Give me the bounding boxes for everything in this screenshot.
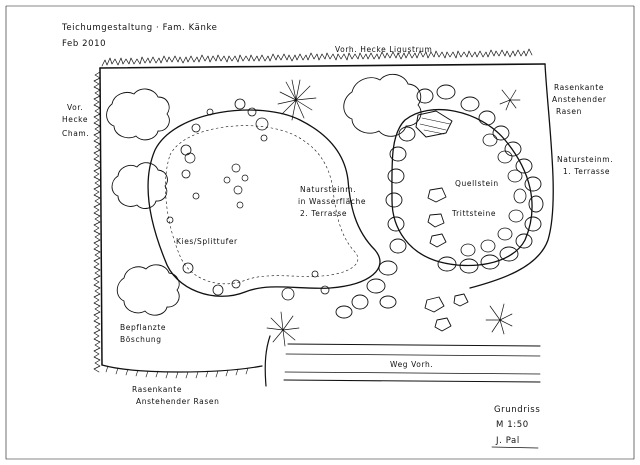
label-right-edge-1: Rasenkante [554, 83, 604, 92]
drawing-frame [5, 5, 635, 460]
source-stone [415, 110, 453, 138]
ornamental-grass [266, 79, 521, 347]
top-hedge [99, 48, 546, 69]
title-block-scale: M 1:50 [496, 420, 529, 430]
shrub-left-middle [111, 162, 168, 209]
title-block-signature: J. Pal [495, 436, 520, 446]
label-left-hedge-3: Cham. [62, 129, 89, 138]
plan-title: Teichumgestaltung · Fam. Känke [61, 23, 218, 33]
label-water-wall-2: in Wasserfläche [298, 197, 366, 206]
signature-underline [491, 446, 539, 449]
garden-path [264, 335, 541, 387]
right-lawn-edge [469, 63, 554, 289]
inner-stone-ring [460, 133, 527, 257]
shrub-top-left [106, 88, 170, 141]
label-bottom-edge-1: Rasenkante [132, 385, 182, 394]
label-source-stone: Quellstein [455, 179, 499, 188]
tree-top-center [343, 73, 422, 137]
label-path: Weg Vorh. [390, 360, 433, 369]
stepping-stones [424, 187, 469, 332]
label-water-wall-1: Natursteinm. [300, 185, 356, 194]
label-planted-slope-1: Bepflanzte [120, 323, 166, 332]
title-block-type: Grundriss [494, 405, 540, 415]
label-stepping-stones: Trittsteine [451, 209, 496, 218]
label-left-hedge-2: Hecke [62, 115, 88, 124]
label-right-edge-3: Rasen [556, 107, 582, 116]
label-bottom-edge-2: Anstehender Rasen [136, 397, 219, 406]
bottom-lawn-edge [101, 364, 263, 379]
natural-stone-wall [335, 84, 544, 319]
shrub-left-low [116, 264, 180, 316]
left-hedge [93, 67, 103, 373]
plan-date: Feb 2010 [62, 39, 106, 49]
label-left-hedge-1: Vor. [67, 103, 83, 112]
pond-edge-pebbles [166, 98, 330, 301]
label-right-edge-2: Anstehender [552, 95, 607, 104]
water-plants [184, 152, 249, 209]
label-stone-terrace-2: 1. Terrasse [563, 167, 610, 176]
label-top-hedge: Vorh. Hecke Ligustrum [335, 45, 432, 54]
label-gravel-shore: Kies/Splittufer [176, 237, 238, 246]
pond-left [147, 109, 381, 297]
label-planted-slope-2: Böschung [120, 335, 162, 344]
label-stone-terrace-1: Natursteinm. [557, 155, 613, 164]
label-water-wall-3: 2. Terrasse [300, 209, 347, 218]
